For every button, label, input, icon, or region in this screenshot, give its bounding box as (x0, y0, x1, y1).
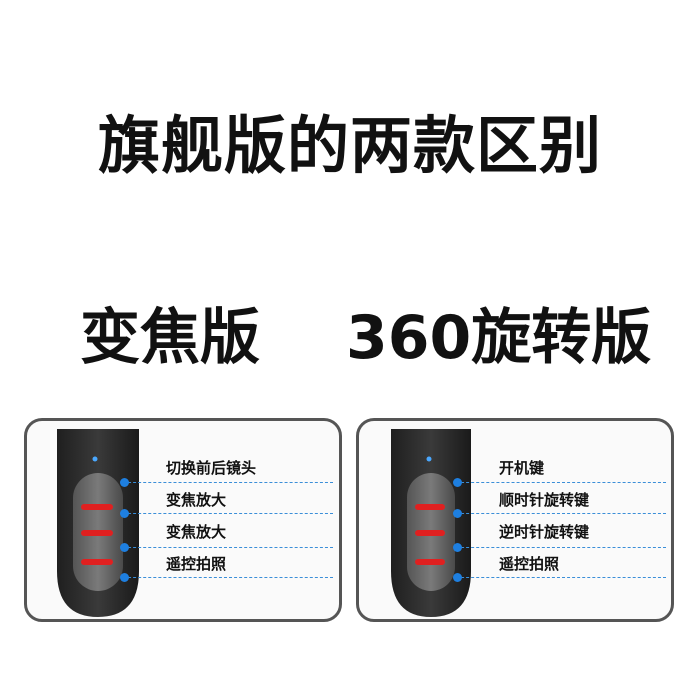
rotate-version-panel: 开机键 顺时针旋转键 逆时针旋转键 遥控拍照 (356, 418, 674, 622)
marker-dot (452, 572, 462, 582)
button-light (81, 559, 113, 565)
guide-line (456, 547, 666, 548)
guide-line (123, 482, 333, 483)
button-light (415, 530, 445, 536)
guide-line (456, 482, 666, 483)
button-light (81, 504, 113, 510)
button-light (415, 504, 445, 510)
guide-line (123, 577, 333, 578)
label-zoom-in-2: 变焦放大 (166, 523, 227, 541)
zoom-version-panel: 切换前后镜头 变焦放大 变焦放大 遥控拍照 (24, 418, 342, 622)
remote-illustration (391, 429, 471, 617)
label-remote-shutter: 遥控拍照 (499, 555, 560, 573)
marker-dot (452, 508, 462, 518)
label-remote-shutter: 遥控拍照 (166, 555, 227, 573)
guide-line (456, 513, 666, 514)
button-light (415, 559, 445, 565)
label-counterclockwise-key: 逆时针旋转键 (499, 523, 590, 541)
guide-line (123, 513, 333, 514)
button-light (81, 530, 113, 536)
label-clockwise-key: 顺时针旋转键 (499, 491, 590, 509)
label-power-key: 开机键 (499, 459, 545, 477)
guide-line (123, 547, 333, 548)
version-title-zoom: 变焦版 (80, 303, 260, 373)
page-title: 旗舰版的两款区别 (97, 109, 602, 182)
version-title-rotate: 360旋转版 (346, 303, 652, 373)
marker-dot (119, 477, 129, 487)
marker-dot (452, 477, 462, 487)
indicator-led (92, 456, 98, 462)
marker-dot (452, 542, 462, 552)
label-zoom-in: 变焦放大 (166, 491, 227, 509)
indicator-led (426, 456, 432, 462)
marker-dot (119, 508, 129, 518)
remote-illustration (57, 429, 139, 617)
label-switch-camera: 切换前后镜头 (166, 459, 257, 477)
marker-dot (119, 542, 129, 552)
guide-line (456, 577, 666, 578)
marker-dot (119, 572, 129, 582)
